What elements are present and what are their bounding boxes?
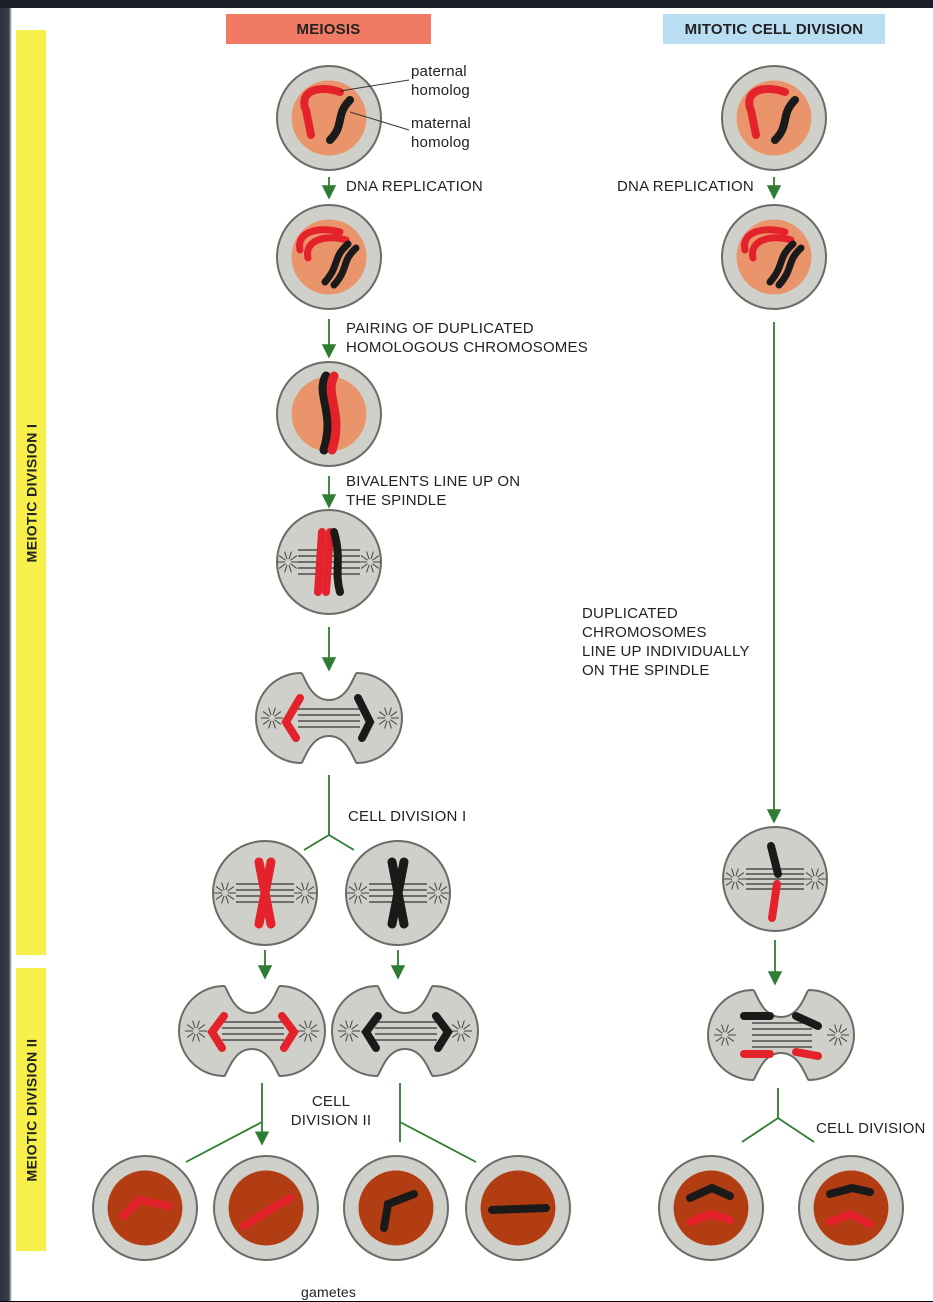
- gamete-cell-3: [344, 1156, 448, 1260]
- arrow-mitosis-branch-right: [778, 1118, 814, 1142]
- gamete-cell-2: [214, 1156, 318, 1260]
- bivalent-red-b: [326, 532, 330, 592]
- meiosis-cell-metaphase-1: [277, 510, 381, 614]
- label-bivalents: BIVALENTS LINE UP ON THE SPINDLE: [346, 472, 520, 510]
- chromatid-red-b: [796, 1052, 818, 1056]
- gamete-chromosome: [492, 1208, 546, 1210]
- nucleus: [814, 1171, 889, 1246]
- mitosis-cell-metaphase: [723, 827, 827, 931]
- arrow-branch-right: [400, 1122, 476, 1162]
- side-bar-meiotic-division-2: MEIOTIC DIVISION II: [16, 968, 46, 1251]
- label-cell-division-2: CELL DIVISION II: [288, 1092, 374, 1130]
- title-mitotic-cell-division: MITOTIC CELL DIVISION: [663, 14, 885, 44]
- bivalent-black: [334, 532, 340, 592]
- side-label-meiotic-division-1: MEIOTIC DIVISION I: [23, 423, 39, 562]
- chromosome-red: [772, 884, 777, 918]
- meiosis-cell-daughter-left: [213, 841, 317, 945]
- mitosis-cell-replicated: [722, 205, 826, 309]
- label-maternal-homolog: maternal homolog: [411, 114, 471, 152]
- bivalent-red-a: [318, 532, 322, 592]
- meiosis-cell-anaphase-2-left: [179, 986, 325, 1076]
- label-gametes: gametes: [301, 1283, 356, 1302]
- label-cell-division: CELL DIVISION: [816, 1119, 926, 1138]
- label-dna-replication-meiosis: DNA REPLICATION: [346, 177, 483, 196]
- paternal-chromosome-arm: [751, 110, 756, 135]
- paternal-pair: [331, 376, 336, 450]
- label-duplicated-chromosomes: DUPLICATED CHROMOSOMES LINE UP INDIVIDUA…: [582, 604, 750, 680]
- meiosis-cell-g1: [277, 66, 409, 170]
- paternal-chromosome-arm: [306, 110, 311, 135]
- nucleus: [359, 1171, 434, 1246]
- nucleus: [674, 1171, 749, 1246]
- label-pairing: PAIRING OF DUPLICATED HOMOLOGOUS CHROMOS…: [346, 319, 588, 357]
- gamete-cell-4: [466, 1156, 570, 1260]
- mitosis-cell-g1: [722, 66, 826, 170]
- title-meiosis: MEIOSIS: [226, 14, 431, 44]
- meiosis-cell-replicated: [277, 205, 381, 309]
- arrow-mitosis-branch-left: [742, 1118, 778, 1142]
- mitosis-cell-anaphase: [708, 990, 854, 1080]
- gamete-cell-1: [93, 1156, 197, 1260]
- arrow-branch-left: [186, 1122, 262, 1162]
- mitosis-daughter-left: [659, 1156, 763, 1260]
- label-paternal-homolog: paternal homolog: [411, 62, 470, 100]
- arrow-meiosis-branch-right: [329, 835, 354, 850]
- side-bar-meiotic-division-1: MEIOTIC DIVISION I: [16, 30, 46, 955]
- label-cell-division-1: CELL DIVISION I: [348, 807, 466, 826]
- side-label-meiotic-division-2: MEIOTIC DIVISION II: [23, 1038, 39, 1181]
- arrow-meiosis-branch-left: [304, 835, 329, 850]
- meiosis-cell-anaphase-2-right: [332, 986, 478, 1076]
- meiosis-cell-paired: [277, 362, 381, 466]
- mitosis-daughter-right: [799, 1156, 903, 1260]
- meiosis-cell-anaphase-1: [256, 673, 402, 763]
- meiosis-cell-daughter-right: [346, 841, 450, 945]
- label-dna-replication-mitosis: DNA REPLICATION: [617, 177, 754, 196]
